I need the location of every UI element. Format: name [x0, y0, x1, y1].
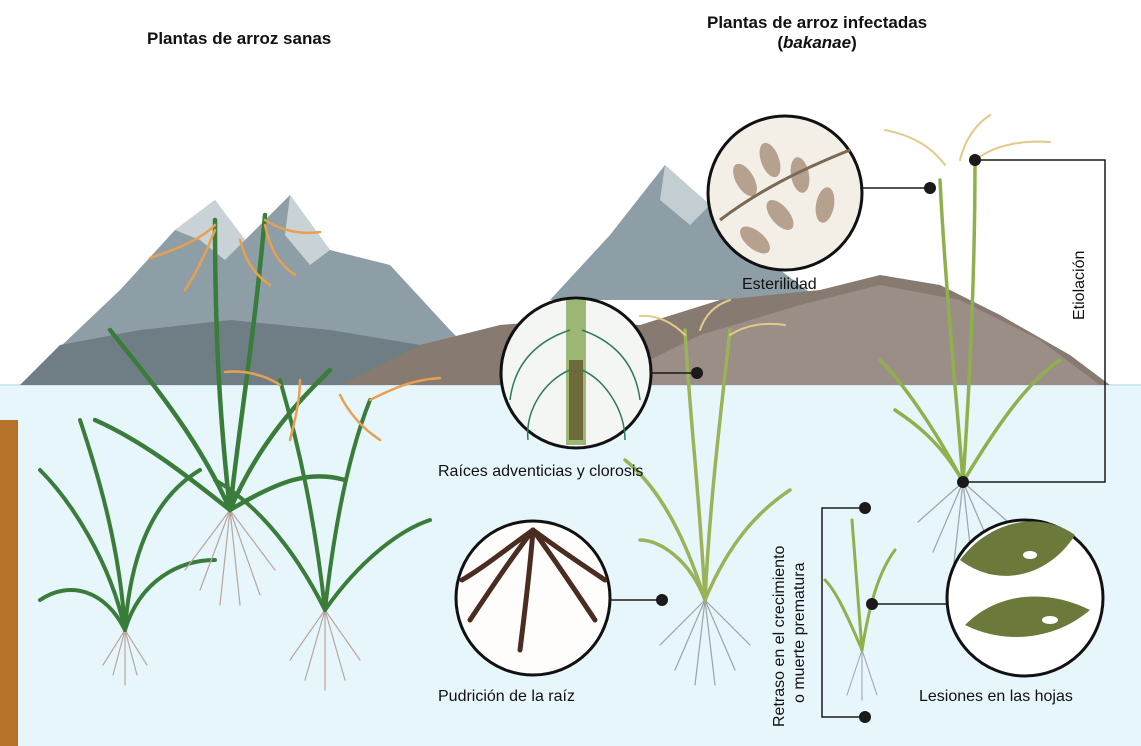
infected-header-line2: (bakanae)	[707, 33, 927, 53]
sterility-label: Esterilidad	[742, 276, 817, 294]
adventitious-roots-label: Raíces adventicias y clorosis	[438, 463, 643, 481]
root-rot-label: Pudrición de la raíz	[438, 688, 575, 706]
healthy-header: Plantas de arroz sanas	[147, 29, 331, 49]
leaf-lesions-label: Lesiones en las hojas	[919, 688, 1073, 706]
accent-bar	[0, 420, 18, 746]
stunting-label-line1: Retraso en el crecimiento	[771, 546, 789, 727]
infected-header: Plantas de arroz infectadas (bakanae)	[707, 13, 927, 53]
sterility-inset	[708, 116, 862, 270]
leaf-lesions-inset	[947, 520, 1103, 676]
stunting-label-line2: o muerte prematura	[791, 562, 809, 703]
bakanae-term: bakanae	[783, 33, 851, 52]
root-rot-inset	[456, 521, 610, 675]
adventitious-roots-inset	[501, 298, 651, 448]
etiolation-label: Etiolación	[1071, 251, 1089, 320]
infected-header-line1: Plantas de arroz infectadas	[707, 13, 927, 33]
